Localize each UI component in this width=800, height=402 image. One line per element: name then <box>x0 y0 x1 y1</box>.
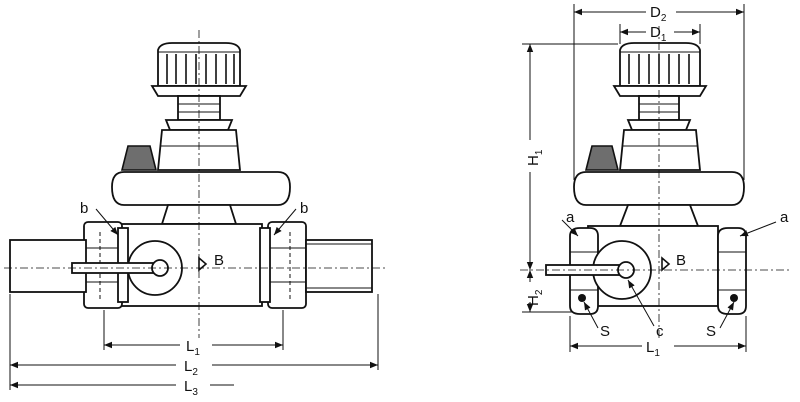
svg-text:H2: H2 <box>525 289 545 306</box>
diaphragm-housing <box>111 171 291 206</box>
leader-a-left <box>561 219 579 237</box>
leader-b-right <box>273 208 297 236</box>
dimension-D1: D1 <box>619 24 701 44</box>
flow-arrow-right <box>661 256 671 272</box>
flow-arrow <box>198 256 208 272</box>
bonnet <box>120 129 241 171</box>
svg-text:L1: L1 <box>646 339 660 359</box>
svg-text:L3: L3 <box>184 378 198 398</box>
dimension-L1: L1 <box>104 338 283 358</box>
svg-text:L2: L2 <box>184 358 198 378</box>
leader-b-left <box>95 208 119 236</box>
svg-text:D2: D2 <box>650 4 667 24</box>
svg-text:L1: L1 <box>186 338 200 358</box>
handwheel-knob-right <box>612 42 708 97</box>
leader-S-right <box>719 301 735 329</box>
flow-label: B <box>214 252 224 269</box>
callout-a-left: a <box>566 209 575 226</box>
dimension-H1: H1 <box>522 43 618 270</box>
svg-text:H1: H1 <box>525 149 545 166</box>
left-view: B b b L1 L2 L3 <box>4 30 385 398</box>
leader-c <box>627 279 655 327</box>
callout-b-right: b <box>300 200 308 217</box>
flow-label-right: B <box>676 252 686 269</box>
union-nut-right <box>259 221 307 309</box>
dimension-L2: L2 <box>10 358 378 378</box>
leader-S-left <box>583 301 599 329</box>
callout-S-right: S <box>706 323 716 340</box>
handwheel-knob <box>150 42 248 97</box>
svg-text:D1: D1 <box>650 24 667 44</box>
leader-a-right <box>739 221 777 237</box>
callout-c: c <box>656 323 664 340</box>
dimension-D2: D2 <box>573 4 745 180</box>
right-view: B D2 D1 H1 <box>520 4 790 359</box>
hex-nut-right <box>717 227 747 315</box>
callout-a-right: a <box>780 209 789 226</box>
bonnet-right <box>584 129 701 171</box>
dimension-L3: L3 <box>10 378 234 398</box>
right-threaded-tailpiece <box>305 239 373 293</box>
dimension-H2: H2 <box>522 270 572 313</box>
dimension-L1-right: L1 <box>569 316 747 359</box>
callout-b-left: b <box>80 200 88 217</box>
callout-S-left: S <box>600 323 610 340</box>
